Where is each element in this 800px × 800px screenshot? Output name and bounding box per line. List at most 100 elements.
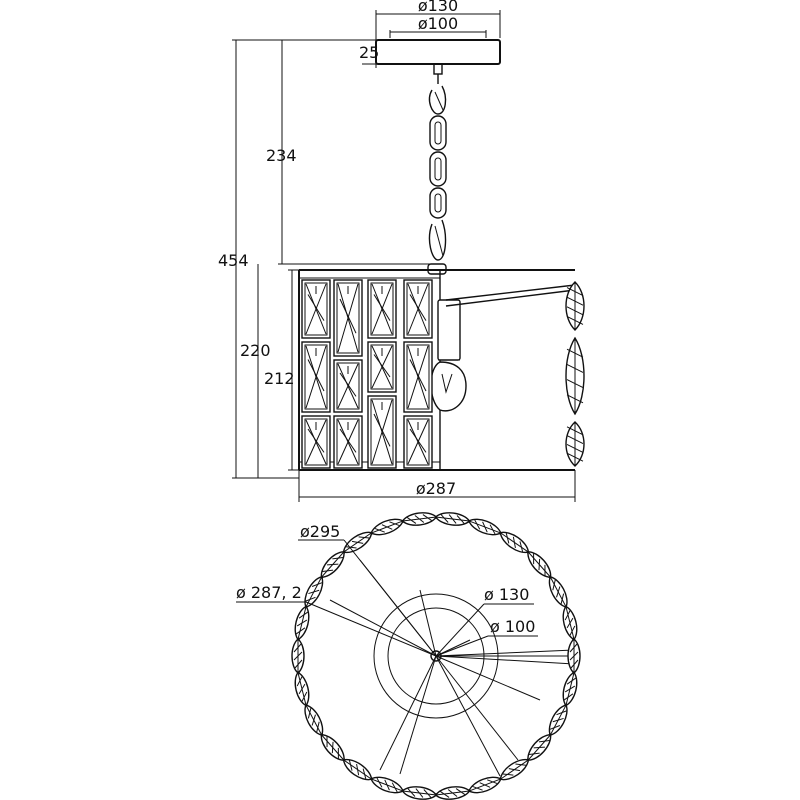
crystal-facet — [305, 345, 327, 409]
plan-crystal-axis — [435, 790, 470, 796]
plan-crystal-drop — [291, 638, 305, 674]
plan-crystal-drop — [562, 671, 578, 707]
plan-crystal-facet — [307, 707, 312, 719]
plan-crystal-facet — [538, 740, 550, 743]
plan-crystal-drop — [294, 605, 310, 641]
dim-canopy-outer: ø130 — [375, 0, 501, 38]
chain-hook — [428, 85, 447, 115]
plan-crystal-axis — [343, 759, 372, 780]
plan-crystal-axis — [565, 672, 575, 706]
plan-spoke — [435, 655, 501, 777]
crystal-facet — [373, 413, 391, 447]
plan-crystal-facet — [311, 582, 323, 587]
plan-crystal-facet — [298, 611, 309, 619]
dim-shade-height: 220 — [240, 264, 299, 479]
chain-hook-gate — [434, 225, 444, 257]
dim-shade-diameter-label: ø287 — [416, 479, 456, 498]
canopy — [375, 39, 501, 65]
crystal-facet — [407, 345, 429, 409]
plan-crystal-axis — [321, 551, 345, 578]
plan-crystal-axis — [321, 734, 345, 761]
crystal-panel-inner — [370, 398, 394, 466]
plan-crystal-facet — [376, 777, 383, 788]
crystal-facet — [337, 283, 359, 353]
dim-suspension-height: 234 — [266, 40, 432, 265]
plan-crystal-drop — [370, 776, 404, 794]
crystal-facet — [339, 298, 357, 334]
plan-crystal-facet — [487, 779, 498, 785]
plan-spoke — [435, 649, 575, 657]
plan-crystal-axis — [305, 576, 323, 608]
callout-plan-ring: ø 287, 2 — [236, 583, 437, 657]
plan-crystal-facet — [569, 625, 576, 636]
crystal-facet — [337, 419, 359, 465]
plan-crystal-drop — [342, 758, 373, 781]
plan-crystal-facet — [505, 532, 510, 544]
plan-crystal-drop — [468, 518, 502, 536]
chain — [428, 63, 447, 261]
callout-plan-canopy-outer: ø 130 — [435, 585, 534, 657]
crystal-facet — [373, 354, 391, 378]
dim-canopy-outer-label: ø130 — [418, 0, 458, 15]
crystal-panel-inner — [370, 282, 394, 336]
crystal-facet — [407, 283, 429, 335]
crystal-facet — [407, 419, 429, 465]
callout-plan-ring-label: ø 287, 2 — [236, 583, 302, 602]
plan-spoke — [379, 655, 437, 771]
crystal-facet — [307, 294, 325, 321]
plan-crystal-drop — [562, 605, 578, 641]
plan-crystal-axis — [527, 734, 551, 761]
callout-plan-canopy-inner: ø 100 — [435, 617, 538, 657]
plan-spoke — [399, 655, 437, 775]
plan-crystal-axis — [549, 576, 567, 608]
plan-crystal-drop — [567, 638, 581, 674]
plan-crystal-facet — [472, 785, 483, 791]
plan-crystal-drop — [499, 531, 530, 554]
chain-link-inner — [434, 121, 442, 145]
callout-plan-canopy-inner-label: ø 100 — [490, 617, 535, 636]
plan-crystal-ring — [291, 512, 581, 800]
plan-crystal-drop — [434, 512, 471, 526]
plan-crystal-drop — [548, 576, 568, 608]
plan-crystal-axis — [468, 520, 501, 534]
plan-crystal-facet — [362, 768, 367, 780]
plan-crystal-drop — [342, 531, 373, 554]
plan-crystal-facet — [489, 524, 496, 535]
crystal-panel-inner — [406, 282, 430, 336]
plan-crystal-axis — [402, 790, 437, 796]
plan-spoke — [419, 589, 437, 657]
crystal-panel-inner — [336, 282, 360, 354]
chain-link — [429, 115, 447, 151]
crystal-facet — [409, 428, 427, 453]
callout-plan-canopy-outer-label: ø 130 — [484, 585, 529, 604]
plan-crystal-facet — [374, 527, 385, 533]
plan-crystal-facet — [519, 541, 524, 552]
dim-panel-height: 212 — [264, 269, 299, 471]
plan-crystal-drop — [434, 786, 471, 800]
plan-crystal-facet — [560, 593, 565, 605]
plan-crystal-drop — [370, 518, 404, 536]
crystal-panel-inner — [406, 344, 430, 410]
plan-crystal-facet — [564, 610, 571, 621]
crystal-panel-inner — [406, 418, 430, 466]
side-elevation: ø130 ø100 25 454 234 — [218, 0, 585, 502]
plan-crystal-axis — [468, 778, 501, 792]
chain-link-inner — [434, 157, 442, 181]
callout-plan-outer: ø295 — [298, 522, 437, 657]
dim-suspension-height-label: 234 — [266, 146, 297, 165]
plan-view: ø295 ø 287, 2 ø 130 ø 100 — [236, 512, 581, 800]
crystal-facet — [307, 428, 325, 453]
plan-crystal-drop — [499, 758, 530, 781]
plan-crystal-facet — [305, 596, 316, 602]
dim-panel-height-label: 212 — [264, 369, 295, 388]
plan-spoke — [329, 599, 437, 657]
plan-crystal-axis — [343, 532, 372, 553]
plan-crystal-facet — [515, 763, 527, 766]
crystal-facet — [307, 359, 325, 392]
plan-crystal-facet — [316, 721, 320, 733]
plan-crystal-drop — [401, 786, 438, 800]
dim-shade-diameter: ø287 — [298, 470, 576, 502]
crystal-facet — [337, 363, 359, 409]
crystal-panels — [301, 279, 433, 469]
